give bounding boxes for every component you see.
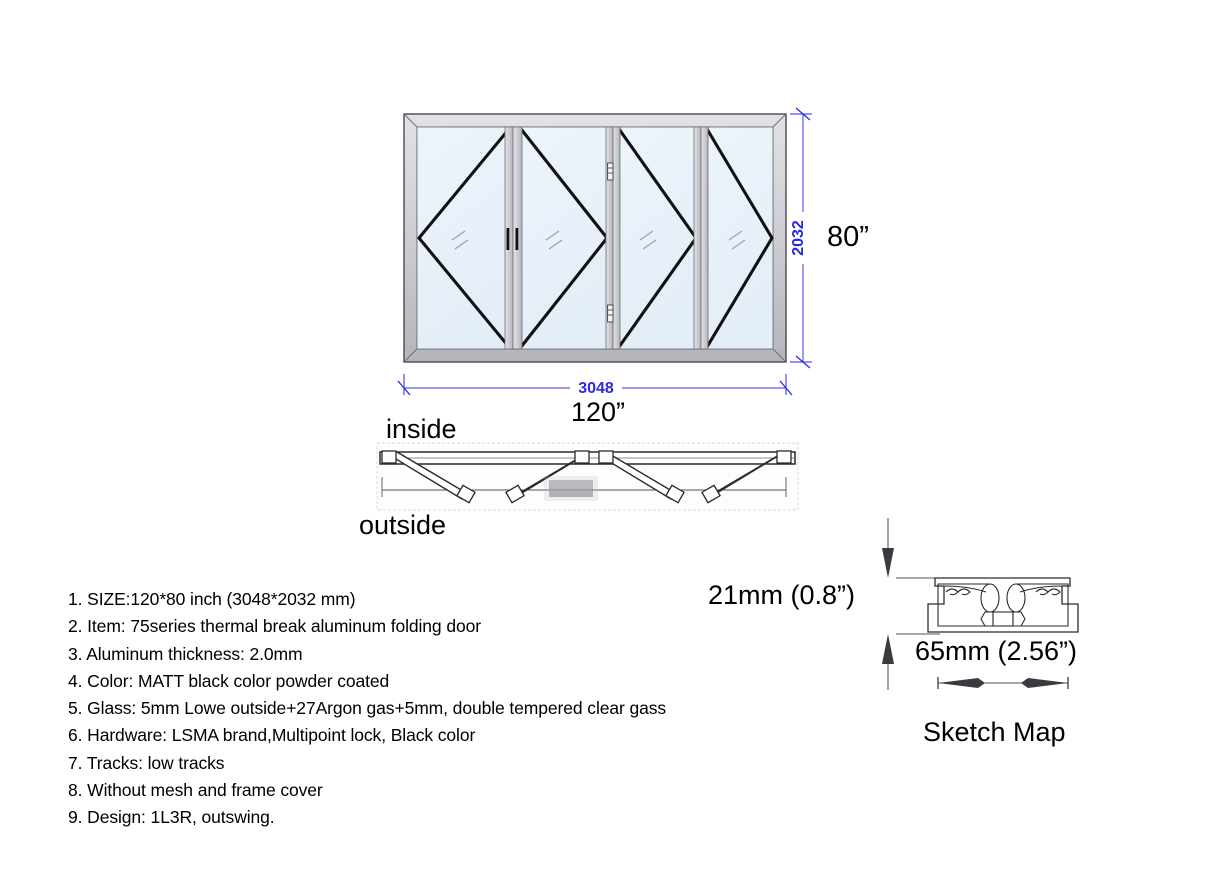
profile-height-dimension — [882, 518, 940, 690]
door-handle-icon[interactable] — [506, 228, 519, 250]
plan-view-group — [376, 442, 799, 511]
spec-item: 2. Item: 75series thermal break aluminum… — [68, 616, 481, 637]
spec-item: 3. Aluminum thickness: 2.0mm — [68, 643, 303, 664]
threshold-profile-detail — [937, 583, 1069, 627]
spec-item: 1. SIZE:120*80 inch (3048*2032 mm) — [68, 589, 356, 609]
spec-item: 8. Without mesh and frame cover — [68, 780, 323, 801]
redaction-block — [544, 476, 598, 501]
elevation-panel-3[interactable] — [617, 126, 698, 350]
profile-height-label: 21mm (0.8”) — [708, 580, 856, 610]
height-dim-label: 2032 — [790, 220, 807, 256]
spec-item: 9. Design: 1L3R, outswing. — [68, 807, 275, 828]
sketch-map-caption: Sketch Map — [923, 717, 1066, 747]
plan-label-inside: inside — [386, 414, 457, 444]
hinge-marker-icon — [607, 162, 614, 323]
plan-label-outside: outside — [359, 510, 447, 540]
elevation-group: 3048 2032 — [397, 107, 812, 397]
hinge-marker-lines — [607, 167, 613, 316]
specification-list: 1. SIZE:120*80 inch (3048*2032 mm) 2. It… — [68, 586, 788, 832]
profile-section-group — [882, 518, 1079, 690]
spec-item: 5. Glass: 5mm Lowe outside+27Argon gas+5… — [68, 698, 667, 719]
height-dimension: 2032 — [790, 107, 812, 369]
glass-reflection-mark — [545, 230, 563, 250]
glass-reflection-mark — [451, 230, 469, 250]
spec-item: 4. Color: MATT black color powder coated — [68, 670, 390, 691]
width-dim-label: 3048 — [578, 380, 614, 397]
glass-reflection-mark — [639, 230, 657, 250]
width-inch-label: 120” — [571, 397, 626, 427]
height-inch-label: 80” — [827, 221, 869, 253]
spec-item: 7. Tracks: low tracks — [68, 752, 225, 773]
spec-item: 6. Hardware: LSMA brand,Multipoint lock,… — [68, 725, 476, 746]
glass-reflection-mark — [728, 230, 746, 250]
plan-hinge-block — [381, 450, 792, 504]
width-dimension: 3048 — [397, 374, 793, 397]
profile-width-dimension — [937, 677, 1069, 689]
elevation-panel-2[interactable] — [519, 126, 609, 350]
elevation-panel-4[interactable] — [705, 126, 774, 350]
elevation-panel-1[interactable] — [416, 126, 511, 350]
profile-width-label: 65mm (2.56”) — [915, 636, 1078, 666]
